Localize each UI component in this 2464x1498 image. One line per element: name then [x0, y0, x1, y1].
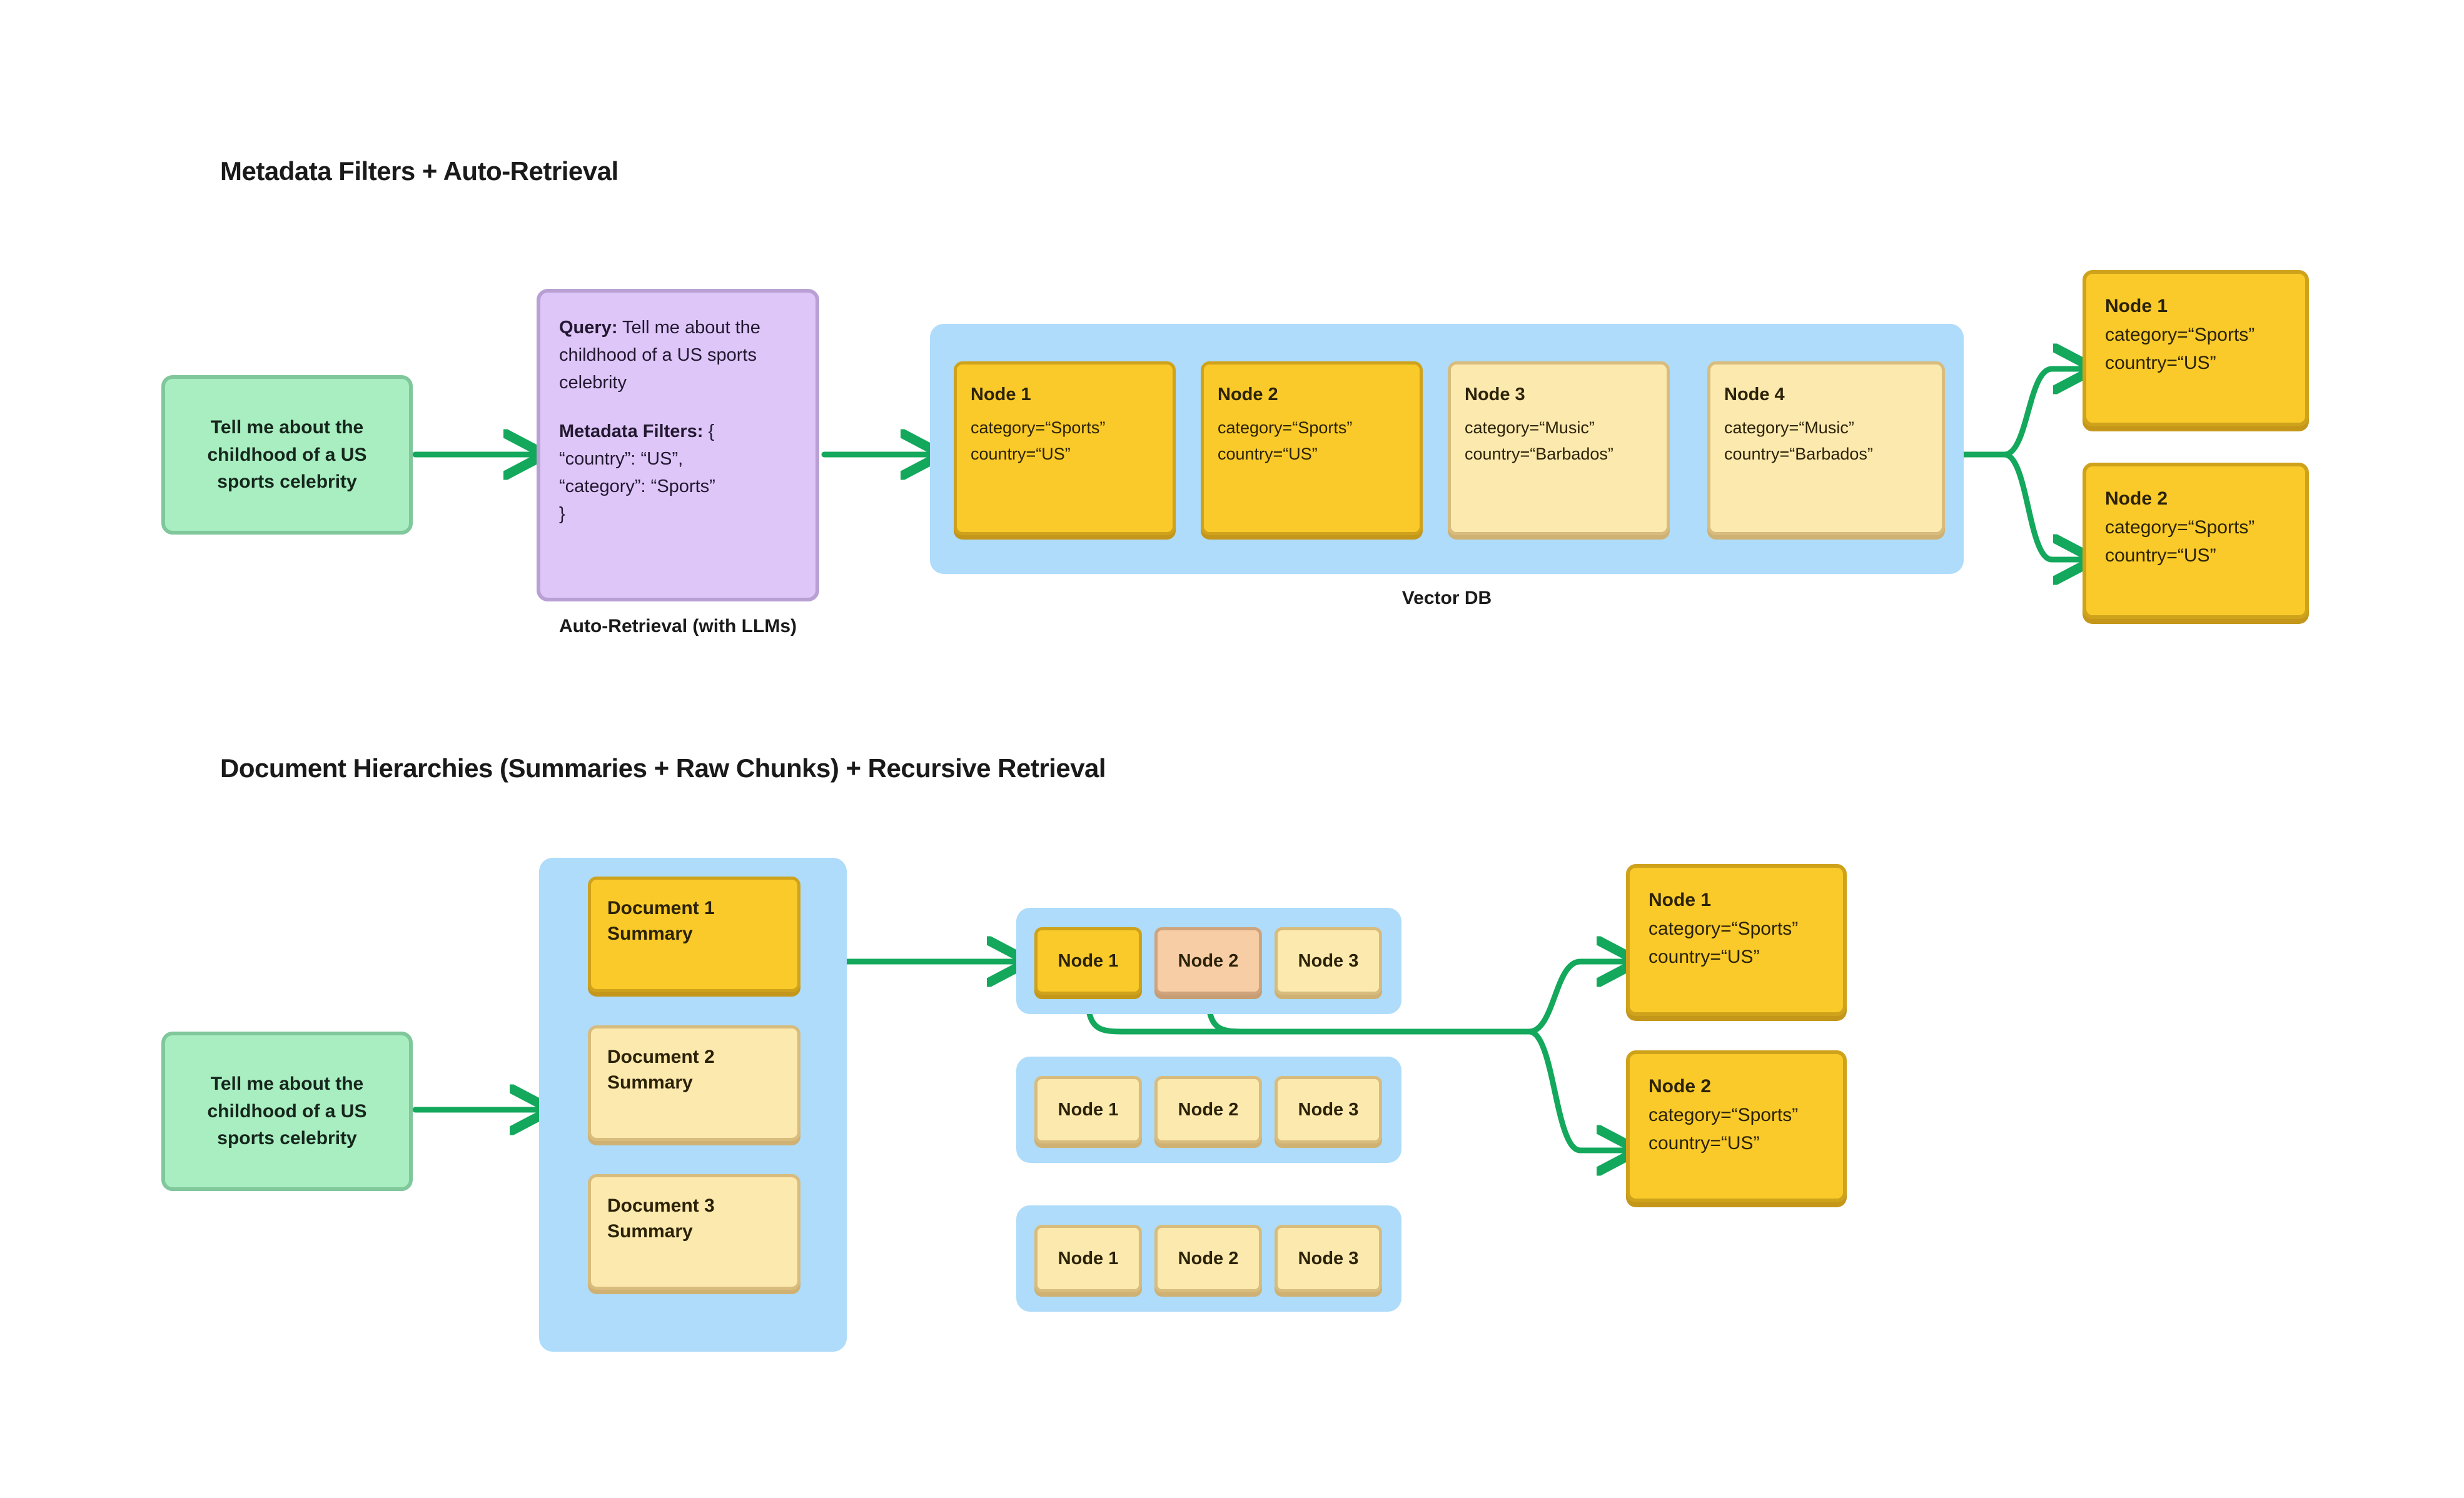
auto-retrieval-filters-block: Metadata Filters: { “country”: “US”, “ca…	[559, 418, 797, 528]
result-node-2-title: Node 2	[2105, 488, 2168, 509]
vector-db-node-4-title: Node 4	[1724, 385, 1785, 405]
chunk-row1-node-2[interactable]: Node 2	[1154, 927, 1262, 995]
result-node-2-section2[interactable]: Node 2 category=“Sports” country=“US”	[1626, 1050, 1847, 1202]
vector-db-node-3-title: Node 3	[1465, 385, 1525, 405]
result-node-1-country: country=“US”	[2105, 352, 2216, 373]
section-title-metadata-filters: Metadata Filters + Auto-Retrieval	[220, 156, 619, 186]
document-1-line1: Document 1	[607, 898, 715, 918]
result-node-2-section2-category: category=“Sports”	[1649, 1105, 1799, 1126]
document-1-line2: Summary	[607, 923, 693, 944]
edge-chunks-to-result2	[1526, 1028, 1626, 1150]
document-2-line2: Summary	[607, 1072, 693, 1093]
chunk-row1-node-1-label: Node 1	[1058, 950, 1119, 971]
vector-db-node-3[interactable]: Node 3 category=“Music” country=“Barbado…	[1448, 361, 1670, 535]
result-node-2-category: category=“Sports”	[2105, 517, 2255, 538]
chunk-row3-node-1[interactable]: Node 1	[1034, 1225, 1142, 1292]
chunk-row3-node-3[interactable]: Node 3	[1275, 1225, 1382, 1292]
chunk-row3-node-2[interactable]: Node 2	[1154, 1225, 1262, 1292]
document-1-summary[interactable]: Document 1 Summary	[588, 877, 800, 992]
vector-db-node-1[interactable]: Node 1 category=“Sports” country=“US”	[954, 361, 1176, 535]
vector-db-node-2-country: country=“US”	[1218, 444, 1318, 463]
document-3-line2: Summary	[607, 1220, 693, 1242]
chunk-row1-node-3-label: Node 3	[1298, 950, 1359, 971]
result-node-2-section2-title: Node 2	[1649, 1076, 1712, 1097]
auto-retrieval-filter-country: “country”: “US”,	[559, 449, 684, 470]
auto-retrieval-filters-label: Metadata Filters:	[559, 421, 704, 442]
result-node-1-section2-title: Node 1	[1649, 890, 1712, 910]
chunk-row2-node-3-label: Node 3	[1298, 1099, 1359, 1120]
edge-chunks-to-result1	[1526, 962, 1626, 1035]
vector-db-caption: Vector DB	[1401, 588, 1492, 608]
query-input-box-1: Tell me about the childhood of a US spor…	[161, 375, 413, 535]
query-input-box-2: Tell me about the childhood of a US spor…	[161, 1032, 413, 1191]
edge-vectordb-to-result1	[2001, 369, 2083, 458]
chunk-row2-node-1[interactable]: Node 1	[1034, 1076, 1142, 1144]
vector-db-node-1-country: country=“US”	[971, 444, 1071, 463]
chunk-row1-node-1[interactable]: Node 1	[1034, 927, 1142, 995]
result-node-1-section2[interactable]: Node 1 category=“Sports” country=“US”	[1626, 864, 1847, 1016]
result-node-1-section2-category: category=“Sports”	[1649, 918, 1799, 940]
result-node-1-section1[interactable]: Node 1 category=“Sports” country=“US”	[2083, 270, 2309, 426]
auto-retrieval-box: Query: Tell me about the childhood of a …	[537, 289, 819, 601]
chunk-row1-node-2-label: Node 2	[1178, 950, 1239, 971]
auto-retrieval-caption: Auto-Retrieval (with LLMs)	[559, 616, 797, 636]
document-2-summary[interactable]: Document 2 Summary	[588, 1025, 800, 1141]
chunk-row2-node-1-label: Node 1	[1058, 1099, 1119, 1120]
auto-retrieval-filters-close: }	[559, 504, 565, 525]
vector-db-node-1-category: category=“Sports”	[971, 418, 1106, 437]
chunk-row2-node-3[interactable]: Node 3	[1275, 1076, 1382, 1144]
vector-db-node-2[interactable]: Node 2 category=“Sports” country=“US”	[1201, 361, 1423, 535]
result-node-1-category: category=“Sports”	[2105, 324, 2255, 346]
section-title-document-hierarchies: Document Hierarchies (Summaries + Raw Ch…	[220, 753, 1106, 783]
chunk-row3-node-1-label: Node 1	[1058, 1248, 1119, 1269]
result-node-2-section2-country: country=“US”	[1649, 1132, 1760, 1154]
result-node-2-country: country=“US”	[2105, 545, 2216, 566]
chunk-row2-node-2[interactable]: Node 2	[1154, 1076, 1262, 1144]
auto-retrieval-filters-head: Metadata Filters: {	[559, 418, 797, 445]
vector-db-node-4-category: category=“Music”	[1724, 418, 1854, 437]
chunk-row3-node-2-label: Node 2	[1178, 1248, 1239, 1269]
query-input-text-2: Tell me about the childhood of a US spor…	[207, 1073, 367, 1149]
vector-db-node-4-country: country=“Barbados”	[1724, 444, 1873, 463]
result-node-1-title: Node 1	[2105, 296, 2168, 316]
vector-db-node-4[interactable]: Node 4 category=“Music” country=“Barbado…	[1707, 361, 1945, 535]
vector-db-node-3-country: country=“Barbados”	[1465, 444, 1613, 463]
chunk-row1-node-3[interactable]: Node 3	[1275, 927, 1382, 995]
vector-db-node-2-category: category=“Sports”	[1218, 418, 1353, 437]
chunk-row3-node-3-label: Node 3	[1298, 1248, 1359, 1269]
query-input-text-1: Tell me about the childhood of a US spor…	[207, 417, 367, 493]
vector-db-node-1-title: Node 1	[971, 385, 1031, 405]
auto-retrieval-query-label: Query:	[559, 318, 618, 338]
vector-db-node-2-title: Node 2	[1218, 385, 1278, 405]
result-node-1-section2-country: country=“US”	[1649, 946, 1760, 967]
document-2-line1: Document 2	[607, 1047, 715, 1067]
chunk-row2-node-2-label: Node 2	[1178, 1099, 1239, 1120]
document-3-line1: Document 3	[607, 1195, 715, 1216]
auto-retrieval-query-line: Query: Tell me about the childhood of a …	[559, 314, 797, 396]
vector-db-node-3-category: category=“Music”	[1465, 418, 1595, 437]
auto-retrieval-filters-open: {	[708, 421, 715, 442]
auto-retrieval-query-value: Tell me about the childhood of a US spor…	[559, 318, 760, 393]
auto-retrieval-filter-category: “category”: “Sports”	[559, 476, 715, 497]
result-node-2-section1[interactable]: Node 2 category=“Sports” country=“US”	[2083, 463, 2309, 619]
edge-vectordb-to-result2	[2001, 451, 2083, 560]
document-3-summary[interactable]: Document 3 Summary	[588, 1174, 800, 1290]
